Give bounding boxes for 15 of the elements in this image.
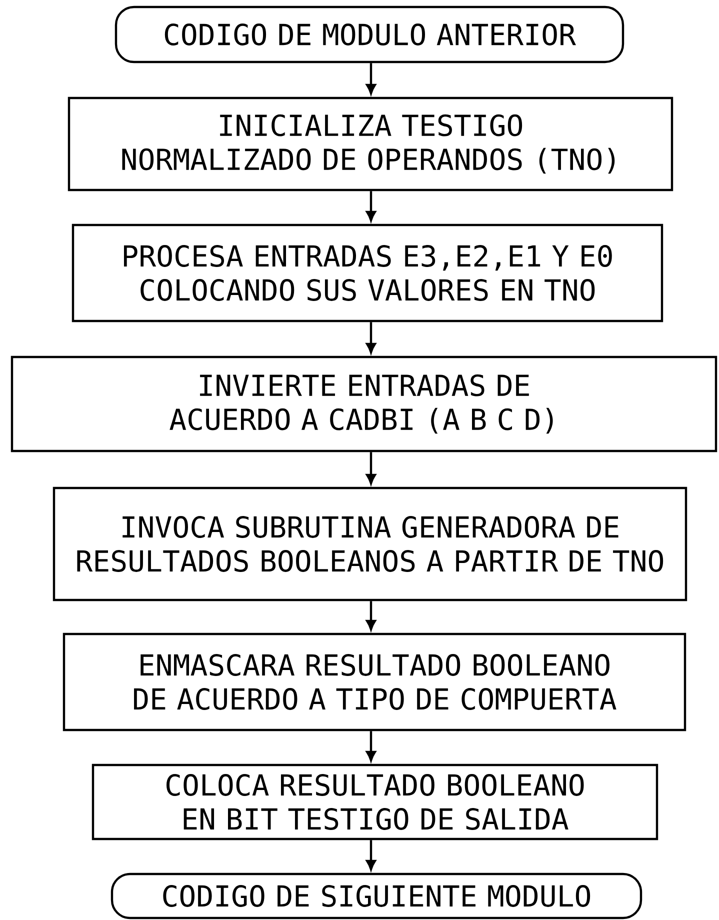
arrow <box>366 452 376 484</box>
arrow <box>366 731 376 762</box>
process-box: INVIERTE ENTRADAS DE ACUERDO A CADBI (A B C D) <box>10 356 718 452</box>
process-box: COLOCA RESULTADO BOOLEANO EN BIT TESTIGO DE SALIDA <box>92 764 658 840</box>
terminal-box: CODIGO DE MODULO ANTERIOR <box>114 6 624 64</box>
process-box: ENMASCARA RESULTADO BOOLEANO DE ACUERDO A TIPO DE COMPUERTA <box>62 632 686 732</box>
arrow <box>366 840 376 870</box>
arrow <box>366 601 376 630</box>
process-box: INVOCA SUBRUTINA GENERADORA DE RESULTADOS BOOLEANOS A PARTIR DE TNO <box>52 486 688 602</box>
terminal-box: CODIGO DE SIGUIENTE MODULO <box>110 872 642 920</box>
arrow <box>366 322 376 354</box>
arrow <box>366 63 376 94</box>
process-box: PROCESA ENTRADAS E3,E2,E1 Y E0 COLOCANDO SUS VALORES EN TNO <box>72 224 664 322</box>
arrow <box>366 191 376 222</box>
process-box: INICIALIZA TESTIGO NORMALIZADO DE OPERANDOS (TNO) <box>68 96 674 192</box>
